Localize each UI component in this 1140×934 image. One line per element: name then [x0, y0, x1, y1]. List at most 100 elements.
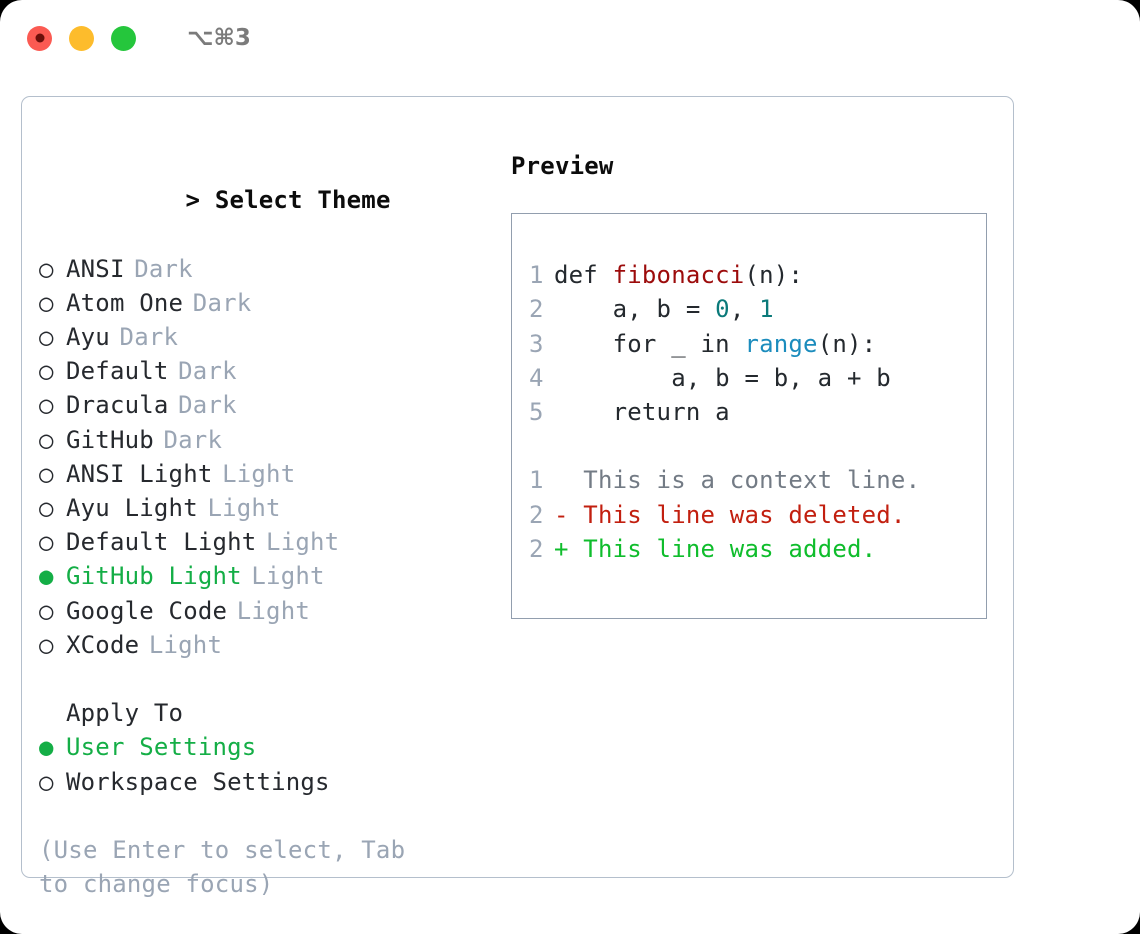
- keyboard-hint-text: (Use Enter to select, Tab to change focu…: [39, 836, 406, 899]
- radio-unselected-icon: ○: [39, 425, 54, 454]
- window-controls: [27, 25, 136, 51]
- code-line: 2 a, b = 0, 1: [529, 292, 986, 326]
- diff-line-text: + This line was added.: [554, 534, 877, 563]
- theme-option-label: Google Code: [66, 596, 228, 625]
- close-button[interactable]: [27, 25, 52, 51]
- theme-option-tag: Light: [236, 596, 310, 625]
- code-line-number: 5: [529, 398, 544, 427]
- theme-option-label: Ayu: [66, 323, 110, 352]
- select-theme-heading: > Select Theme: [39, 149, 492, 252]
- radio-unselected-icon: ○: [39, 494, 54, 523]
- theme-option-tag: Light: [148, 630, 223, 659]
- diff-line: 2- This line was deleted.: [529, 498, 986, 532]
- theme-option-tag: Light: [251, 562, 325, 591]
- code-token: 1: [759, 295, 774, 324]
- theme-option-label: Dracula: [66, 391, 169, 420]
- radio-unselected-icon: ○: [39, 459, 54, 488]
- radio-selected-icon: ●: [39, 562, 54, 591]
- radio-unselected-icon: ○: [39, 391, 54, 420]
- apply-to-option-label: User Settings: [66, 733, 257, 762]
- code-line: 4 a, b = b, a + b: [529, 361, 986, 395]
- title-bar: ⌥⌘3: [0, 0, 1140, 76]
- code-token: 0: [715, 295, 730, 324]
- diff-sample: 1 This is a context line.2- This line wa…: [529, 463, 986, 566]
- theme-option-tag: Dark: [178, 391, 237, 420]
- theme-option-tag: Dark: [192, 288, 252, 317]
- code-token: range: [744, 329, 818, 358]
- theme-option-tag: Light: [266, 528, 340, 557]
- theme-option-tag: Dark: [134, 254, 193, 283]
- code-token: def: [554, 261, 613, 290]
- apply-to-heading: Apply To: [66, 699, 184, 728]
- theme-option-label: XCode: [66, 630, 140, 659]
- theme-option-label: Atom One: [66, 288, 184, 317]
- theme-option-github-light[interactable]: ● GitHub Light Light: [39, 559, 492, 593]
- zoom-button[interactable]: [111, 25, 136, 51]
- theme-option-tag: Dark: [119, 323, 179, 352]
- theme-option-dracula[interactable]: ○ Dracula Dark: [39, 388, 492, 422]
- theme-option-label: ANSI Light: [66, 459, 213, 488]
- radio-unselected-icon: ○: [39, 767, 54, 796]
- theme-option-label: Default Light: [66, 528, 257, 557]
- apply-to-option-user-settings[interactable]: ● User Settings: [39, 730, 492, 764]
- radio-unselected-icon: ○: [39, 528, 54, 557]
- radio-unselected-icon: ○: [39, 288, 54, 317]
- code-line-number: 3: [529, 329, 544, 358]
- select-theme-heading-label: Select Theme: [214, 186, 391, 215]
- code-token: (n):: [744, 261, 804, 290]
- theme-option-tag: Dark: [163, 425, 223, 454]
- theme-option-ansi[interactable]: ○ ANSI Dark: [39, 252, 492, 286]
- code-token: a, b = b, a + b: [554, 363, 891, 392]
- code-token: ,: [729, 295, 760, 324]
- theme-option-ayu[interactable]: ○ Ayu Dark: [39, 320, 492, 354]
- theme-option-github[interactable]: ○ GitHub Dark: [39, 423, 492, 457]
- radio-unselected-icon: ○: [39, 254, 54, 283]
- code-line-number: 1: [529, 261, 544, 290]
- theme-option-label: ANSI: [66, 254, 125, 283]
- diff-line: 1 This is a context line.: [529, 463, 986, 497]
- caret-icon: >: [185, 186, 201, 215]
- code-token: fibonacci: [612, 261, 745, 290]
- apply-to-option-workspace-settings[interactable]: ○ Workspace Settings: [39, 765, 492, 799]
- diff-line-text: This is a context line.: [554, 466, 921, 495]
- code-token: for _ in: [554, 329, 745, 358]
- list-spacer: [39, 662, 492, 696]
- hint-spacer: [39, 799, 492, 833]
- preview-title: Preview: [511, 152, 614, 180]
- apply-to-option-label: Workspace Settings: [66, 767, 330, 796]
- diff-line: 2+ This line was added.: [529, 532, 986, 566]
- diff-line-text: - This line was deleted.: [554, 500, 906, 529]
- theme-option-default-light[interactable]: ○ Default Light Light: [39, 525, 492, 559]
- diff-line-number: 1: [529, 466, 544, 495]
- radio-selected-icon: ●: [39, 733, 54, 762]
- code-line: 5 return a: [529, 395, 986, 429]
- code-token: (n):: [817, 329, 877, 358]
- code-line-number: 2: [529, 295, 544, 324]
- radio-unselected-icon: ○: [39, 357, 54, 386]
- theme-option-label: Ayu Light: [66, 494, 198, 523]
- theme-option-label: GitHub Light: [66, 562, 242, 591]
- theme-option-tag: Light: [207, 494, 281, 523]
- theme-option-tag: Dark: [178, 357, 237, 386]
- theme-option-ayu-light[interactable]: ○ Ayu Light Light: [39, 491, 492, 525]
- radio-unselected-icon: ○: [39, 323, 54, 352]
- keyboard-shortcut-label: ⌥⌘3: [187, 25, 251, 51]
- code-token: a, b =: [554, 295, 716, 324]
- code-line: 1 def fibonacci(n):: [529, 258, 986, 292]
- theme-option-label: GitHub: [66, 425, 154, 454]
- code-line-number: 4: [529, 363, 544, 392]
- minimize-button[interactable]: [69, 25, 94, 51]
- code-line: 3 for _ in range(n):: [529, 327, 986, 361]
- theme-option-atom-one[interactable]: ○ Atom One Dark: [39, 286, 492, 320]
